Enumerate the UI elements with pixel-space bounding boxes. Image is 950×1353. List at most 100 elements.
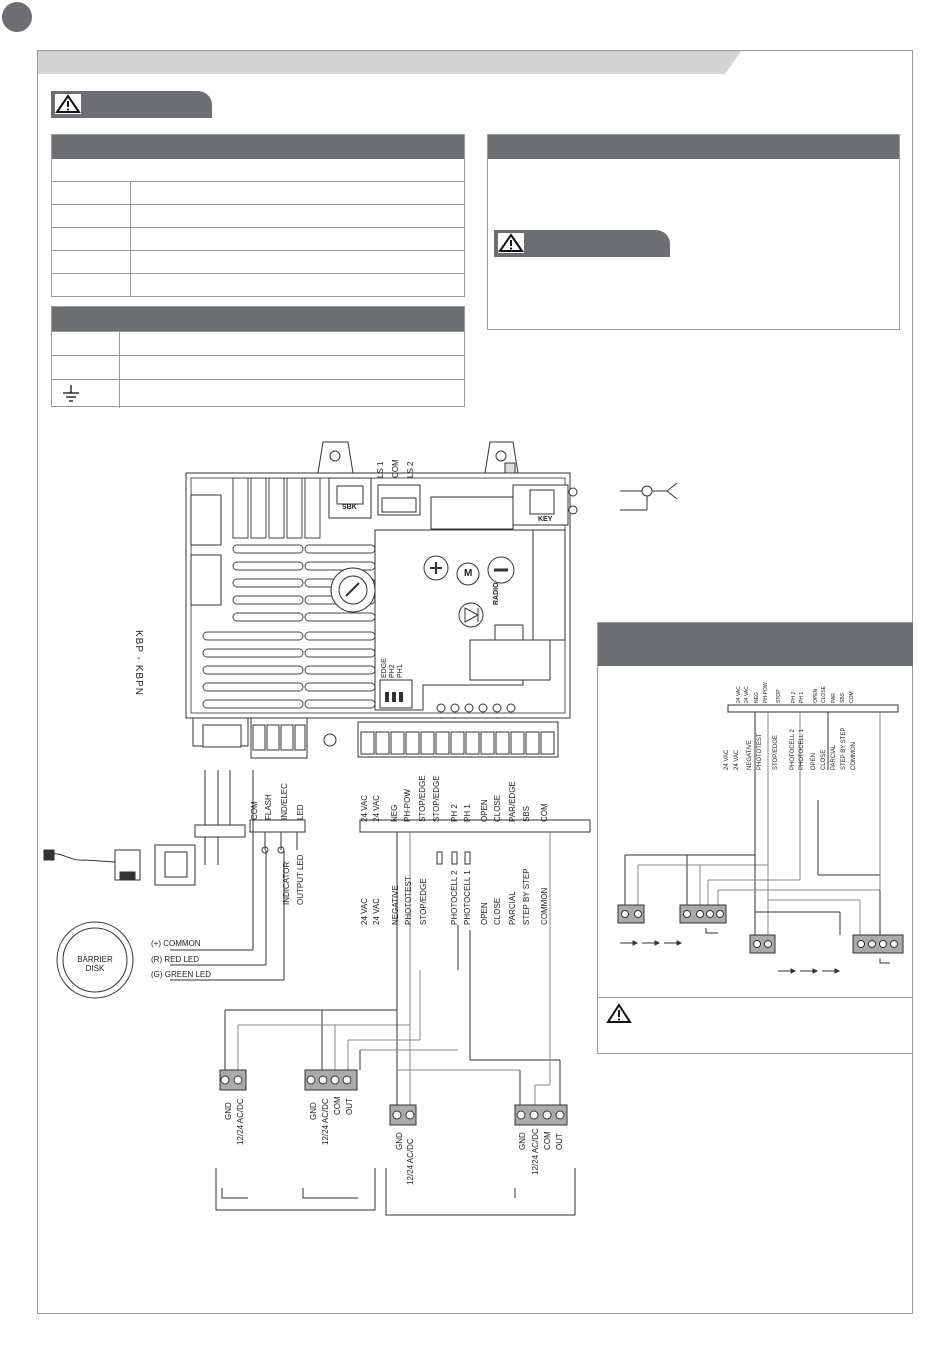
- terminal-label: PHOTOTEST: [404, 876, 413, 925]
- terminal-label: OPEN: [813, 688, 819, 703]
- dip-ph1-label: PH1: [397, 664, 404, 678]
- tx2-power-label: 12/24 AC/DC: [406, 1138, 415, 1185]
- terminal-label: CLOSE: [821, 749, 827, 770]
- terminal-label: STOP/EDGE: [432, 775, 441, 822]
- warning-tab: [494, 230, 670, 257]
- terminal-label: 24 VAC: [736, 686, 742, 703]
- terminal-label: OPEN: [480, 799, 489, 822]
- terminal-label: NEG: [754, 692, 760, 703]
- terminal-label: 24 VAC: [744, 686, 750, 703]
- terminal-label: SBS: [522, 805, 531, 822]
- terminal-label: PHOTOCELL 1: [463, 870, 472, 925]
- ls1-label: LS 1: [376, 461, 385, 478]
- dip-edge-label: EDGE: [381, 658, 388, 678]
- rx1-out-label: OUT: [345, 1098, 354, 1115]
- rx1-com-label: COM: [333, 1096, 342, 1115]
- terminal-label: 24 VAC: [372, 898, 381, 925]
- table-row: [52, 379, 464, 408]
- dip-ph2-label: PH2: [389, 664, 396, 678]
- terminal-label: 24 VAC: [734, 749, 740, 770]
- terminal-com-label: COM: [250, 801, 259, 820]
- table-row: [52, 273, 464, 297]
- rx2-com-label: COM: [543, 1131, 552, 1150]
- terminal-label: 24 VAC: [360, 898, 369, 925]
- terminal-label: PARCIAL: [831, 744, 837, 770]
- terminal-label: STEP BY STEP: [841, 727, 847, 770]
- output-indicator-label: INDICATOR: [282, 861, 291, 905]
- terminal-label: PHOTOTEST: [757, 733, 763, 770]
- terminal-label: PAR/EDGE: [508, 781, 517, 822]
- terminal-label: PH 2: [450, 804, 459, 822]
- terminal-label: STOP/EDGE: [418, 775, 427, 822]
- sbk-label: SBK: [342, 504, 357, 511]
- terminal-flash-label: FLASH: [264, 794, 273, 820]
- terminal-ind-elec-label: IND/ELEC: [280, 783, 289, 820]
- table-row: [52, 181, 464, 205]
- tx1-power-label: 12/24 AC/DC: [236, 1098, 245, 1145]
- radio-label: RADIO: [493, 582, 500, 605]
- table-row: [52, 250, 464, 274]
- motor-label: M: [464, 568, 473, 579]
- terminal-led-label: LED: [296, 804, 305, 820]
- terminal-label: PH 2: [791, 691, 797, 703]
- terminal-label: 24 VAC: [372, 795, 381, 822]
- rx2-power-label: 12/24 AC/DC: [531, 1128, 540, 1175]
- terminal-label: COM: [540, 803, 549, 822]
- connections-table: [51, 306, 465, 408]
- rx1-gnd-label: GND: [309, 1102, 318, 1120]
- kbp-side-label: KBP - KBPN: [133, 630, 144, 696]
- terminal-label: COM: [849, 691, 855, 703]
- terminal-label: PAR: [831, 693, 837, 703]
- page-number-badge: [2, 2, 32, 32]
- terminal-label: STOP/EDGE: [419, 878, 428, 925]
- terminal-label: 24 VAC: [724, 749, 730, 770]
- warning-triangle-icon: [55, 94, 81, 114]
- terminal-label: OPEN: [811, 752, 817, 770]
- com-label: COM: [391, 459, 400, 478]
- wire-green-led-label: (G) GREEN LED: [151, 970, 212, 979]
- page-frame: [37, 50, 913, 1314]
- terminal-label: OPEN: [480, 902, 489, 925]
- terminal-label: STOP/EDGE: [773, 735, 779, 770]
- antenna-icon: [620, 482, 678, 511]
- specs-table-header: [52, 135, 464, 159]
- wire-red-led-label: (R) RED LED: [151, 955, 200, 964]
- connections-table-header: [52, 307, 464, 331]
- ground-icon: [63, 385, 79, 402]
- warning-tab: [51, 91, 212, 118]
- terminal-label: NEGATIVE: [747, 740, 753, 770]
- rx2-out-label: OUT: [555, 1133, 564, 1150]
- warning-triangle-icon: [606, 1003, 632, 1023]
- alternate-wiring-panel: [597, 622, 913, 1054]
- alternate-wiring-diagram: [617, 704, 904, 974]
- terminal-label: NEGATIVE: [391, 885, 400, 925]
- terminal-label: CLOSE: [493, 897, 502, 925]
- tx1-gnd-label: GND: [224, 1102, 233, 1120]
- terminal-label: COMMON: [851, 742, 857, 770]
- wiring-diagram: [43, 770, 591, 1216]
- info-box: [487, 134, 900, 330]
- table-row: [52, 204, 464, 228]
- table-row: [52, 227, 464, 251]
- table-row: [52, 331, 464, 356]
- terminal-label: STOP: [776, 689, 782, 703]
- alternate-wiring-divider: [598, 997, 913, 998]
- terminal-label: CLOSE: [821, 686, 827, 703]
- rx2-gnd-label: GND: [518, 1132, 527, 1150]
- terminal-label: PHOTOCELL 1: [799, 728, 805, 770]
- terminal-label: PHOTOCELL 2: [450, 870, 459, 925]
- terminal-label: PARCIAL: [508, 891, 517, 925]
- terminal-label: NEG: [390, 804, 399, 822]
- barrier-disk-title: BARRIER DISK: [77, 955, 113, 973]
- terminal-label: PH-POW: [763, 682, 769, 703]
- rx1-power-label: 12/24 AC/DC: [321, 1098, 330, 1145]
- terminal-label: PH 1: [463, 804, 472, 822]
- control-board: LS 1 COM LS 2 SBK KEY RADIO M EDGE PH2 P…: [183, 440, 588, 770]
- key-label: KEY: [538, 516, 553, 523]
- output-led-label: OUTPUT LED: [296, 854, 305, 905]
- alternate-wiring-header: [598, 623, 913, 666]
- info-box-header: [488, 135, 899, 159]
- terminal-label: 24 VAC: [360, 795, 369, 822]
- tx2-gnd-label: GND: [395, 1132, 404, 1150]
